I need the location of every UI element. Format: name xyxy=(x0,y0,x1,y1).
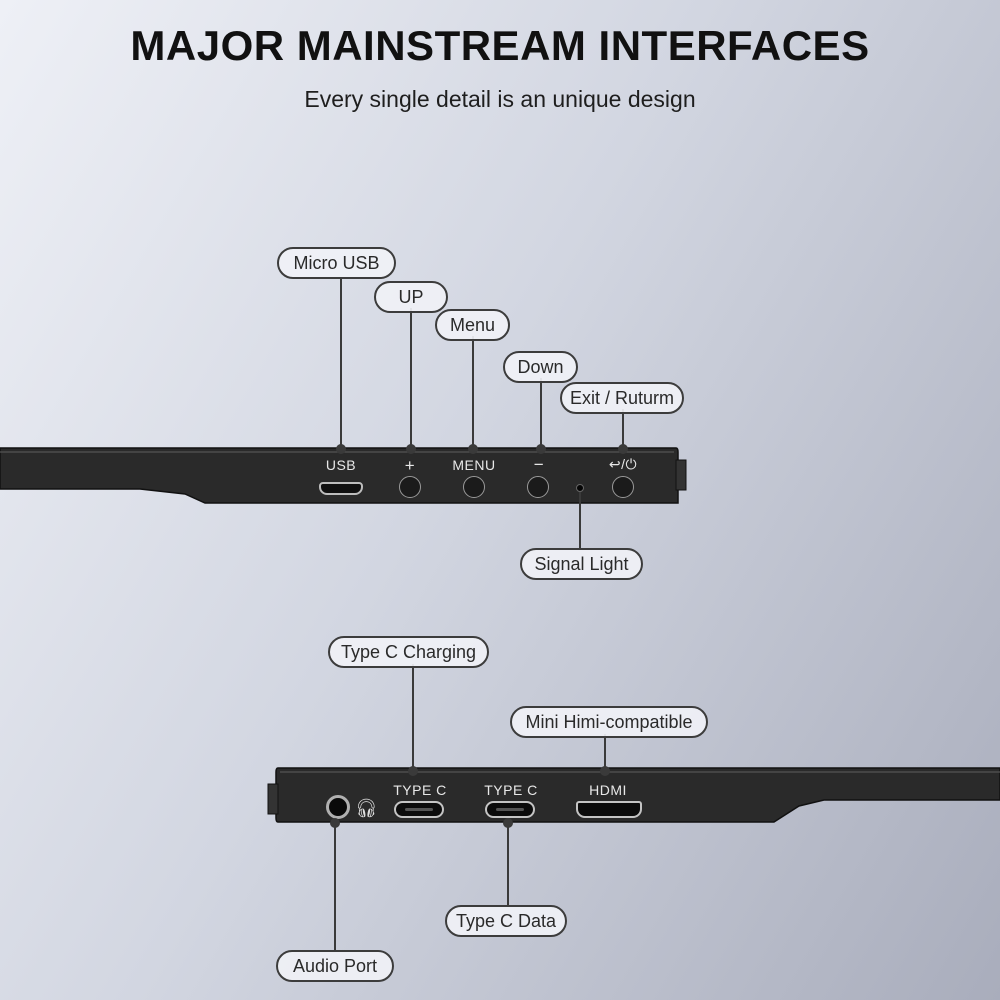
type-c-charging-callout: Type C Charging xyxy=(328,636,489,668)
signal-light-callout: Signal Light xyxy=(520,548,643,580)
audio-port-leader-dot xyxy=(330,818,340,828)
audio-jack-port xyxy=(326,795,350,819)
minus-print-label: − xyxy=(533,455,545,474)
down-button xyxy=(527,476,549,498)
audio-port-callout: Audio Port xyxy=(276,950,394,982)
type-c-charging-port xyxy=(394,801,444,818)
signal-light-leader xyxy=(579,492,581,548)
type-c-1-print-label: TYPE C xyxy=(393,782,447,798)
mini-hdmi-callout: Mini Himi-compatible xyxy=(510,706,708,738)
micro-usb-port xyxy=(319,482,363,495)
menu-callout: Menu xyxy=(435,309,510,341)
micro-usb-callout: Micro USB xyxy=(277,247,396,279)
menu-leader xyxy=(472,336,474,448)
signal-light-led xyxy=(576,484,584,492)
headphone-icon: 🎧︎ xyxy=(355,798,378,819)
mini-hdmi-leader xyxy=(604,734,606,770)
exit-return-callout: Exit / Ruturm xyxy=(560,382,684,414)
type-c-2-print-label: TYPE C xyxy=(484,782,538,798)
audio-port-leader xyxy=(334,822,336,950)
mini-hdmi-leader-dot xyxy=(600,766,610,776)
mini-hdmi-port xyxy=(576,801,642,818)
exit-print-label: ↩/⏻ xyxy=(608,456,638,472)
down-leader-dot xyxy=(536,444,546,454)
bottom-monitor-edge xyxy=(267,767,1000,823)
menu-print-label: MENU xyxy=(452,457,496,473)
down-callout: Down xyxy=(503,351,578,383)
micro-usb-leader xyxy=(340,278,342,448)
plus-print-label: + xyxy=(404,456,416,475)
menu-leader-dot xyxy=(468,444,478,454)
type-c-data-leader xyxy=(507,822,509,905)
type-c-charging-leader-dot xyxy=(408,766,418,776)
down-leader xyxy=(540,378,542,448)
micro-usb-leader-dot xyxy=(336,444,346,454)
menu-button xyxy=(463,476,485,498)
type-c-data-leader-dot xyxy=(503,818,513,828)
up-leader xyxy=(410,308,412,448)
exit-leader-dot xyxy=(618,444,628,454)
up-callout: UP xyxy=(374,281,448,313)
exit-return-button xyxy=(612,476,634,498)
up-leader-dot xyxy=(406,444,416,454)
exit-leader xyxy=(622,409,624,448)
up-button xyxy=(399,476,421,498)
page-subtitle: Every single detail is an unique design xyxy=(304,86,696,112)
usb-print-label: USB xyxy=(325,457,357,473)
type-c-charging-leader xyxy=(412,664,414,770)
hdmi-print-label: HDMI xyxy=(589,782,627,798)
page-title: MAJOR MAINSTREAM INTERFACES xyxy=(130,22,870,69)
type-c-data-callout: Type C Data xyxy=(445,905,567,937)
type-c-data-port xyxy=(485,801,535,818)
